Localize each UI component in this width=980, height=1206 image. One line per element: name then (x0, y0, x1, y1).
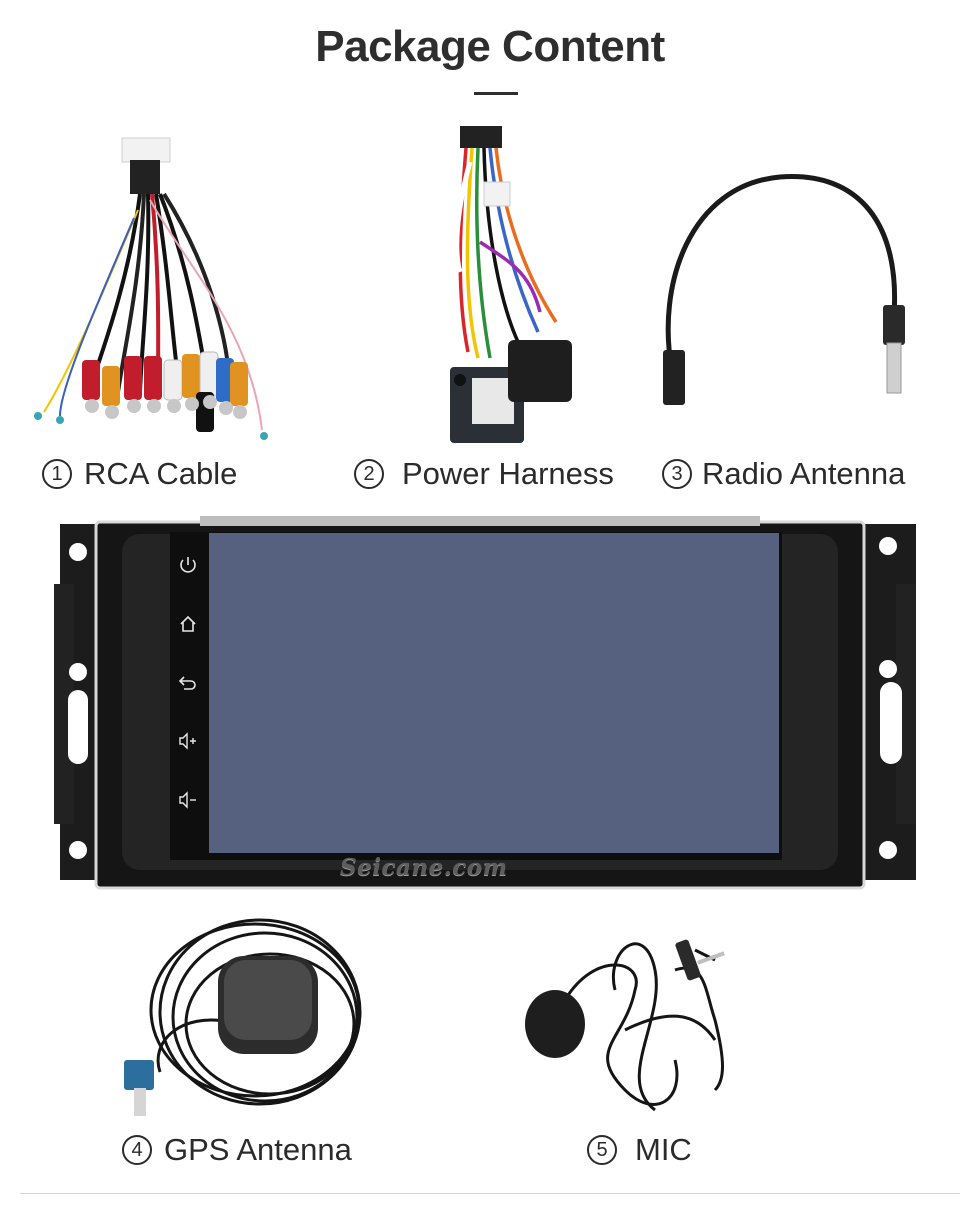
power-icon[interactable] (172, 549, 204, 581)
item-caption-3: 3 Radio Antenna (662, 456, 905, 492)
watermark: Seicane.com (340, 854, 508, 881)
home-icon[interactable] (172, 608, 204, 640)
rca-cable-icon (34, 137, 268, 440)
gps-antenna-icon (124, 918, 362, 1116)
item-number-4: 4 (122, 1135, 152, 1165)
head-unit-screen (209, 533, 779, 853)
item-caption-2: 2 Power Harness (354, 456, 614, 492)
volume-up-icon[interactable] (172, 725, 204, 757)
back-icon[interactable] (172, 667, 204, 699)
item-label-2: Power Harness (402, 456, 614, 491)
item-number-5: 5 (587, 1135, 617, 1165)
item-number-1: 1 (42, 459, 72, 489)
item-number-3: 3 (662, 459, 692, 489)
bottom-divider (20, 1193, 960, 1194)
item-caption-4: 4 GPS Antenna (122, 1132, 352, 1168)
item-label-4: GPS Antenna (164, 1132, 352, 1167)
item-label-5: MIC (635, 1132, 692, 1167)
radio-antenna-icon (663, 174, 905, 405)
item-label-1: RCA Cable (84, 456, 238, 491)
volume-down-icon[interactable] (172, 784, 204, 816)
title-underline (474, 92, 518, 95)
item-label-3: Radio Antenna (702, 456, 906, 491)
page-title: Package Content (315, 22, 665, 71)
item-number-2: 2 (354, 459, 384, 489)
mic-icon (525, 939, 725, 1112)
power-harness-icon (450, 126, 572, 443)
item-caption-1: 1 RCA Cable (42, 456, 237, 492)
item-caption-5: 5 MIC (587, 1132, 692, 1168)
